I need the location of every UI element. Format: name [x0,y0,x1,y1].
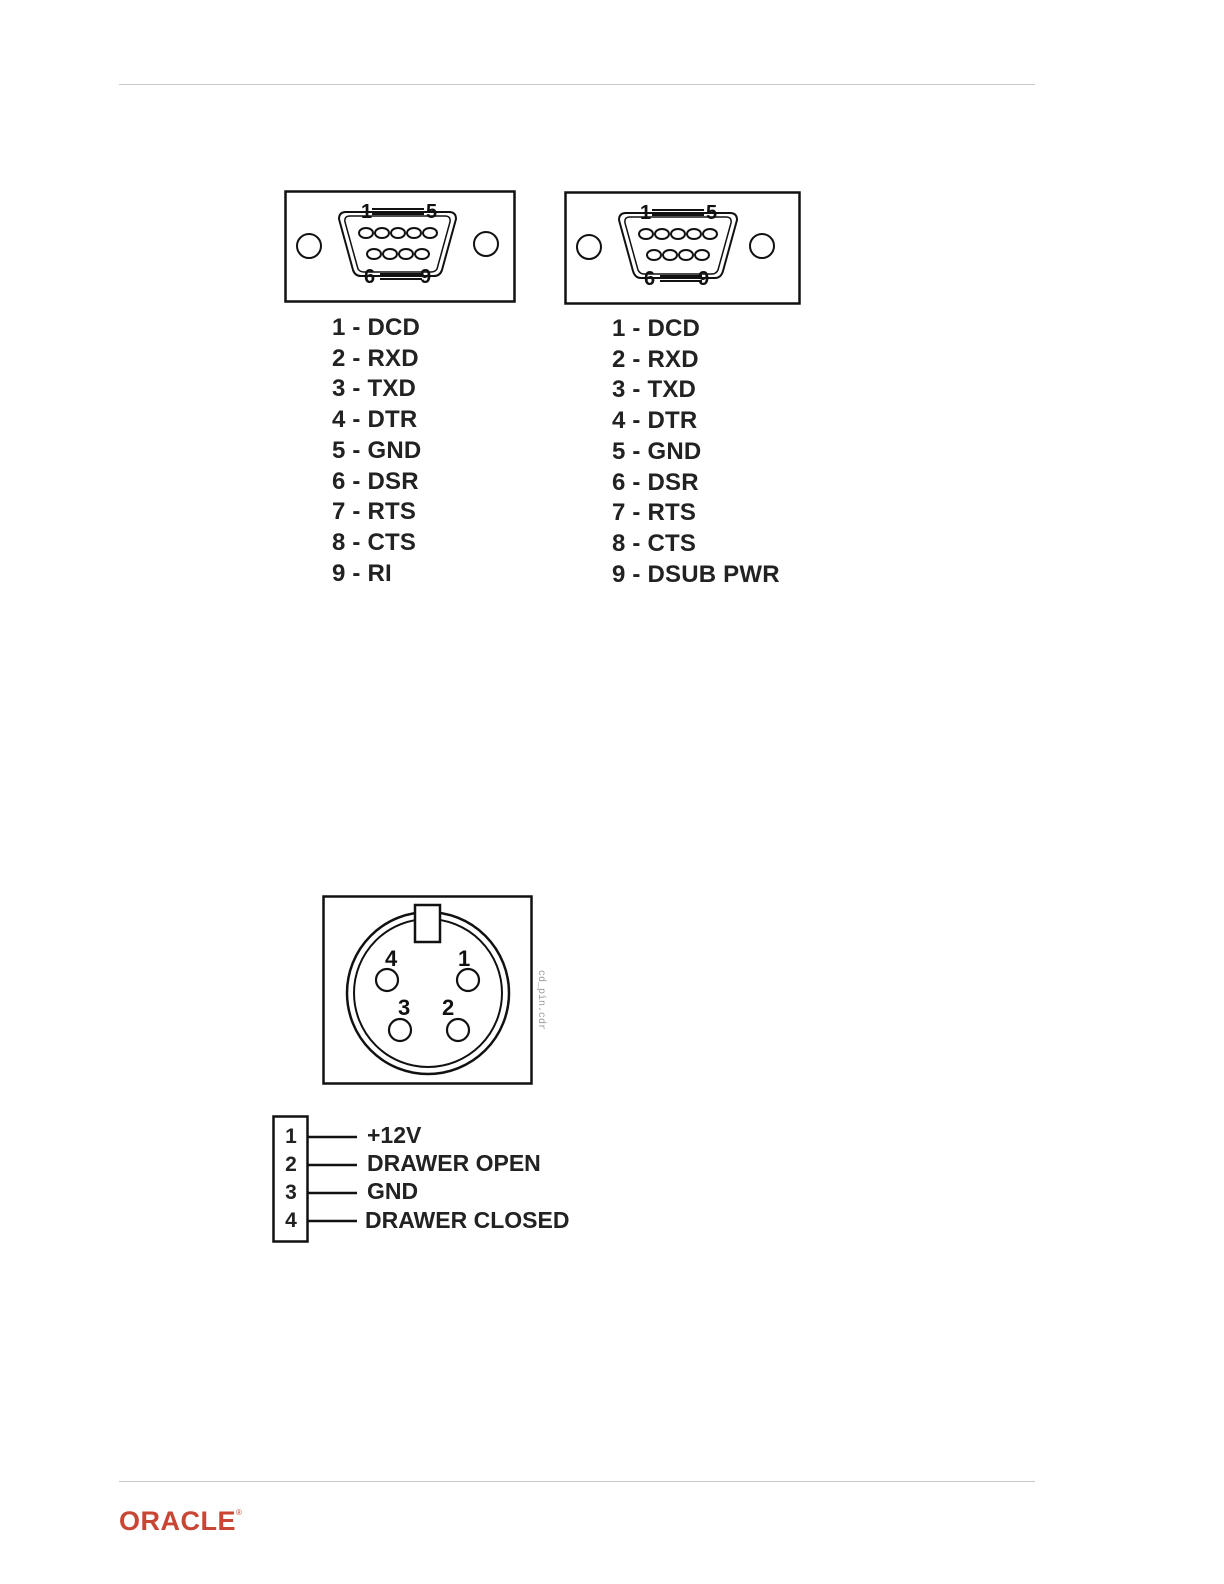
din-connector: 4 1 3 2 cd_pin.cdr [322,895,562,1092]
pin-assignment: 1 - DCD [612,314,780,345]
pin-list-right: 1 - DCD 2 - RXD 3 - TXD 4 - DTR 5 - GND … [612,314,780,590]
din-pin-label: 2 [442,995,454,1020]
db9-connector-right: 1 5 6 9 [564,191,801,305]
pin-assignment: 2 - RXD [332,344,421,375]
header-rule [119,84,1035,85]
pin-label-9: 9 [698,268,709,290]
figure-watermark: cd_pin.cdr [535,970,547,1030]
pin-label-6: 6 [364,266,375,288]
pin-label-1: 1 [361,201,372,223]
pin-assignment: 8 - CTS [332,528,421,559]
registered-mark: ® [236,1508,242,1517]
din-key-notch [415,905,440,942]
terminal-number: 2 [274,1151,308,1179]
din-pin-2 [447,1019,469,1041]
pin-assignment: 7 - RTS [332,497,421,528]
terminal-signal: GND [367,1177,418,1205]
terminal-signal: +12V [367,1121,421,1149]
pin-assignment: 4 - DTR [332,405,421,436]
footer-rule [119,1481,1035,1482]
pin-assignment: 5 - GND [332,436,421,467]
din-pin-label: 3 [398,995,410,1020]
pin-assignment: 3 - TXD [612,375,780,406]
pin-assignment: 9 - RI [332,559,421,590]
pin-assignment: 7 - RTS [612,498,780,529]
pin-label-5: 5 [426,201,437,223]
pin-label-1: 1 [640,202,651,224]
din-pin-1 [457,969,479,991]
pin-assignment: 6 - DSR [332,467,421,498]
din-pin-3 [389,1019,411,1041]
pin-assignment: 5 - GND [612,437,780,468]
pin-assignment: 8 - CTS [612,529,780,560]
pin-assignment: 9 - DSUB PWR [612,560,780,591]
pin-label-9: 9 [420,266,431,288]
din-pin-label: 4 [385,946,398,971]
terminal-signal: DRAWER OPEN [367,1149,541,1177]
db9-connector-left: 1 5 6 9 [284,190,516,303]
terminal-number: 4 [274,1207,308,1235]
pin-label-6: 6 [644,268,655,290]
pin-assignment: 4 - DTR [612,406,780,437]
terminal-block: 1 2 3 4 +12V DRAWER OPEN GND DRAWER CLOS… [272,1115,362,1245]
logo-text: ORACLE [119,1506,236,1536]
pin-assignment: 6 - DSR [612,468,780,499]
oracle-logo: ORACLE® [119,1506,242,1537]
pin-list-left: 1 - DCD 2 - RXD 3 - TXD 4 - DTR 5 - GND … [332,313,421,589]
pin-assignment: 3 - TXD [332,374,421,405]
terminal-signal: DRAWER CLOSED [365,1206,569,1234]
terminal-number: 1 [274,1123,308,1151]
terminal-number: 3 [274,1179,308,1207]
pin-assignment: 2 - RXD [612,345,780,376]
din-pin-label: 1 [458,946,470,971]
pin-label-5: 5 [706,202,717,224]
din-pin-4 [376,969,398,991]
pin-assignment: 1 - DCD [332,313,421,344]
